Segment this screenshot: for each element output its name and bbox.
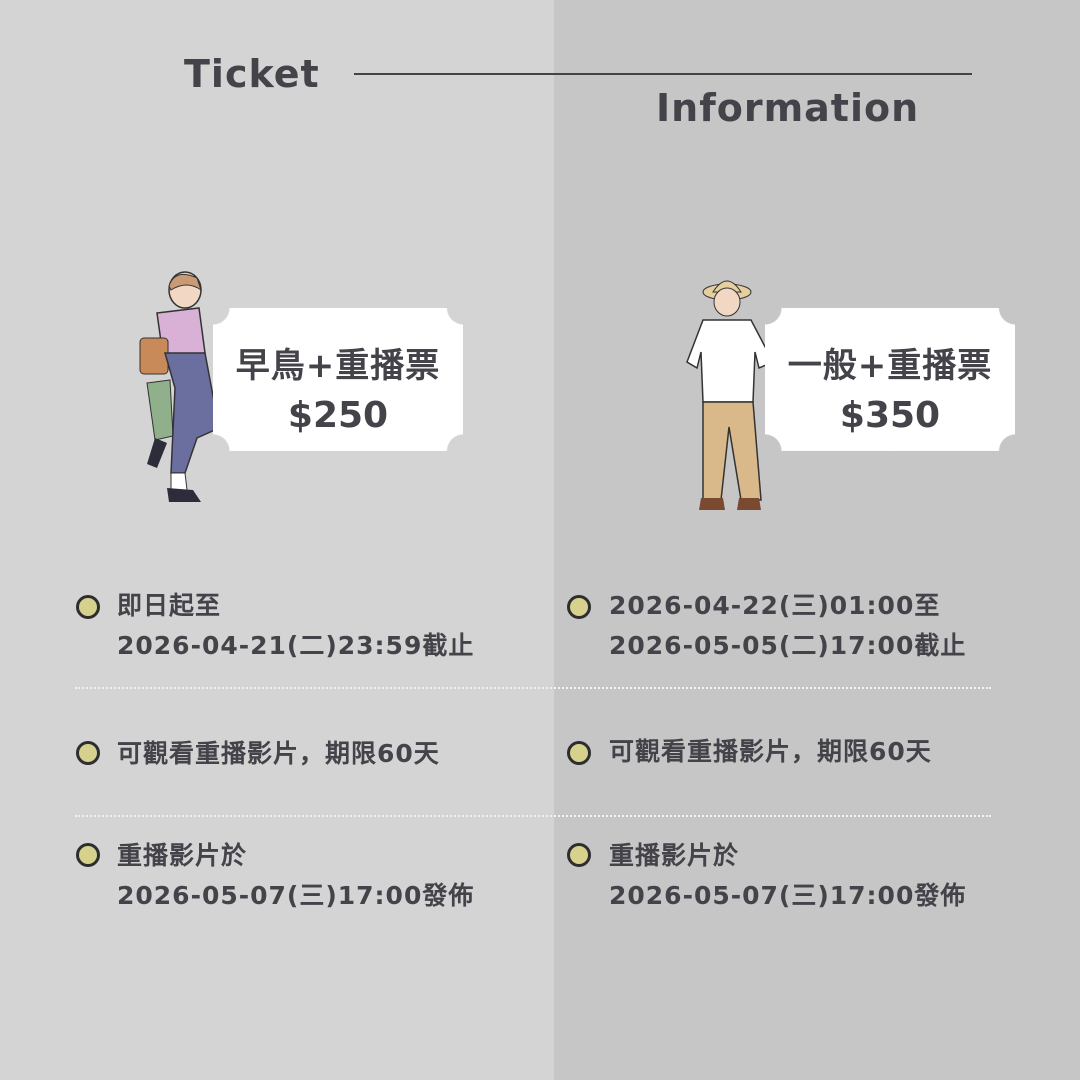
bullet-icon [567,595,591,619]
title-divider [354,73,972,75]
bullet-icon [567,741,591,765]
left-panel [0,0,554,1080]
text-line: 2026-05-07(三)17:00發佈 [609,881,967,910]
replay-release: 重播影片於 2026-05-07(三)17:00發佈 [117,836,474,916]
replay-release: 重播影片於 2026-05-07(三)17:00發佈 [609,836,966,916]
dotted-divider [75,687,991,689]
woman-illustration [139,271,220,502]
title-ticket: Ticket [184,52,320,96]
dotted-divider [75,815,991,817]
replay-period: 可觀看重播影片，期限60天 [609,732,932,772]
text-line: 可觀看重播影片，期限60天 [609,737,932,766]
text-line: 2026-05-07(三)17:00發佈 [117,881,475,910]
text-line: 2026-05-05(二)17:00截止 [609,631,967,660]
text-line: 重播影片於 [609,841,740,870]
ticket-price: $250 [287,395,389,436]
bullet-icon [76,595,100,619]
man-illustration [686,280,775,510]
bullet-icon [567,843,591,867]
ticket-regular: 一般+重播票 $350 [765,308,1015,451]
bullet-icon [76,843,100,867]
sale-period: 2026-04-22(三)01:00至 2026-05-05(二)17:00截止 [609,586,966,666]
text-line: 2026-04-22(三)01:00至 [609,591,941,620]
ticket-name: 早鳥+重播票 [235,346,441,386]
text-line: 可觀看重播影片，期限60天 [117,739,440,768]
ticket-early-bird: 早鳥+重播票 $250 [213,308,463,451]
ticket-price: $350 [839,395,941,436]
ticket-name: 一般+重播票 [787,346,993,386]
bullet-icon [76,741,100,765]
title-information: Information [656,86,920,130]
text-line: 即日起至 [117,591,222,620]
replay-period: 可觀看重播影片，期限60天 [117,734,440,774]
right-panel [554,0,1080,1080]
text-line: 重播影片於 [117,841,248,870]
text-line: 2026-04-21(二)23:59截止 [117,631,475,660]
sale-period: 即日起至 2026-04-21(二)23:59截止 [117,586,474,666]
